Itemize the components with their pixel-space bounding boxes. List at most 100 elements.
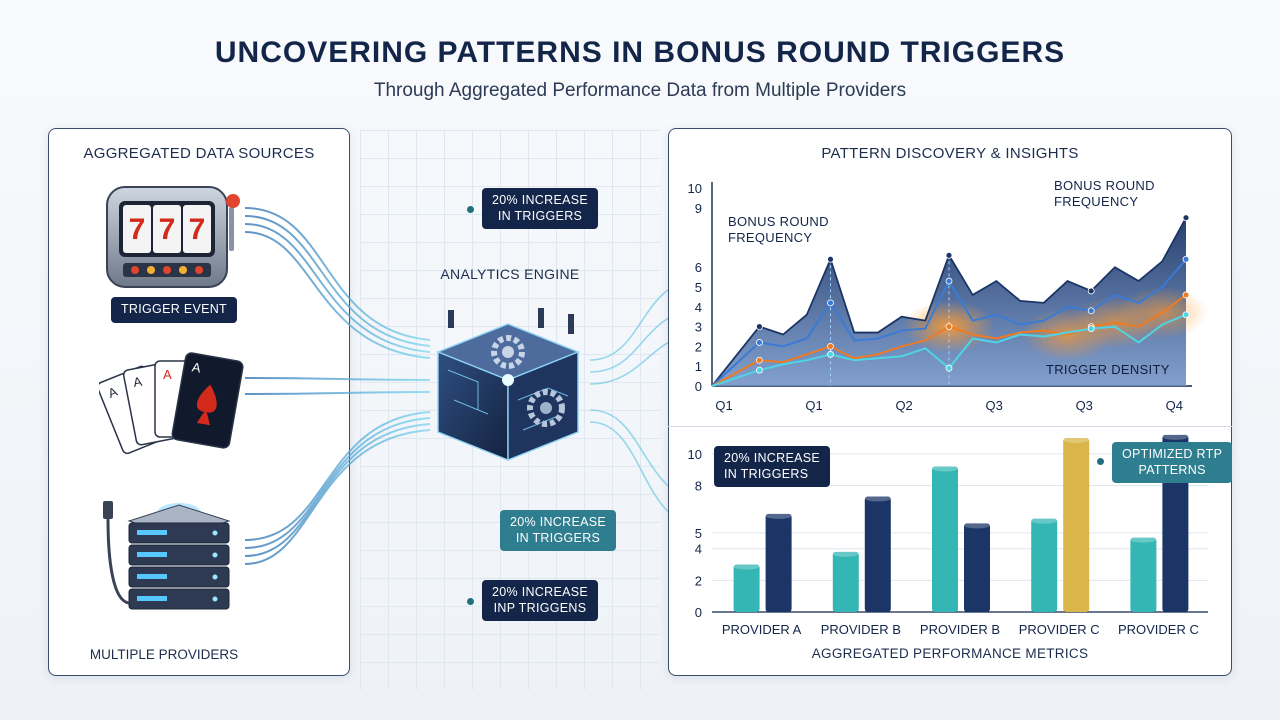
bar-cap [733,563,760,570]
line-y-tick-label: 9 [695,201,702,216]
bar-teal [832,551,859,612]
line-point [1182,311,1190,319]
bar-y-tick-label: 2 [695,573,702,588]
cyan-line [711,313,1187,387]
bar-cap [864,495,891,502]
bar-callout-right: OPTIMIZED RTP PATTERNS [1112,442,1233,484]
blue-line [711,258,1187,387]
bar-category-label: PROVIDER B [920,622,1000,637]
reel-3: 7 [189,213,206,246]
playing-cards-icon: A A A A [99,352,244,455]
line-x-tick-label: Q4 [1166,398,1183,413]
line-y-tick-label: 4 [695,300,702,315]
reel-1: 7 [129,213,146,246]
bar-cap [832,550,859,557]
bar-category-label: PROVIDER C [1118,622,1199,637]
bar-category-label: PROVIDER B [821,622,901,637]
line-point [1087,287,1095,295]
line-point [756,356,763,364]
analytics-engine-label: ANALYTICS ENGINE [440,266,580,282]
line-point [945,277,953,285]
slot-machine-icon: 7 7 7 [106,186,240,288]
server-stack-icon [103,501,231,610]
bar-cap [964,522,990,529]
bar-teal [932,466,958,612]
multiple-providers-label: MULTIPLE PROVIDERS [89,647,239,662]
callout-mid: 20% INCREASE IN TRIGGERS [500,510,616,552]
data-sources-title: AGGREGATED DATA SOURCES [83,145,315,162]
line-point [756,323,763,331]
page-title: UNCOVERING PATTERNS IN BONUS ROUND TRIGG… [214,36,1066,69]
bar-cap [932,465,958,472]
line-y-tick-label: 1 [695,359,702,374]
line-point [756,366,763,374]
line-y-tick-label: 2 [695,339,702,354]
svg-text:A: A [163,367,172,382]
callout-top-dot [467,206,474,213]
bar-y-tick-label: 4 [695,542,702,557]
line-y-tick-label: 10 [688,181,702,196]
svg-text:A: A [132,374,144,390]
bar-callout-left: 20% INCREASE IN TRIGGERS [714,446,830,488]
callout-bottom: 20% INCREASE INP TRIGGENS [482,580,598,622]
line-point [1087,325,1095,332]
line-y-tick-label: 5 [695,280,702,295]
data-sources-panel: AGGREGATED DATA SOURCES 7 7 7 TRIGGER EV… [48,128,350,676]
bar-primary [864,496,891,612]
line-point [945,364,953,372]
line-point [1182,291,1190,299]
line-x-tick-label: Q3 [986,398,1003,413]
bar-teal [733,564,760,612]
bar-category-label: PROVIDER A [722,622,802,637]
section-divider [668,426,1232,427]
density-line [711,294,1187,387]
line-point [827,299,834,307]
line-x-tick-label: Q2 [895,398,912,413]
callout-top: 20% INCREASE IN TRIGGERS [482,188,598,230]
bar-cap [1063,437,1090,443]
line-x-tick-label: Q3 [1076,398,1093,413]
line-point [1182,214,1190,222]
bar-primary [964,523,990,612]
bar-cap [1162,433,1189,440]
line-point [827,255,834,263]
bar-y-tick-label: 5 [695,526,702,541]
line-point [945,323,953,331]
bar-y-tick-label: 8 [695,478,702,493]
analytics-engine-cube-icon [436,308,580,462]
frequency-line [711,217,1187,387]
trigger-event-label: TRIGGER EVENT [111,297,237,323]
callout-bottom-dot [467,598,474,605]
svg-text:A: A [191,359,202,375]
line-y-tick-label: 0 [695,379,702,394]
line-point [945,251,953,259]
bar-callout-right-dot [1097,458,1104,465]
bar-cap [1031,517,1058,524]
annotation-bonus-frequency-left: BONUS ROUND FREQUENCY [728,214,829,245]
line-point [827,350,834,358]
bar-teal [1031,518,1058,612]
line-point [1182,255,1190,263]
line-x-tick-label: Q1 [805,398,822,413]
bar-y-tick-label: 10 [688,447,702,462]
bar-category-label: PROVIDER C [1019,622,1100,637]
line-point [827,342,834,350]
annotation-trigger-density: TRIGGER DENSITY [1046,362,1170,377]
bar-cap [1130,536,1157,543]
reel-2: 7 [159,213,176,246]
bar-y-tick-label: 0 [695,605,702,620]
bar-xlabel: AGGREGATED PERFORMANCE METRICS [811,646,1089,661]
annotation-bonus-frequency-right: BONUS ROUND FREQUENCY [1054,178,1155,209]
line-x-tick-label: Q1 [715,398,732,413]
bar-teal [1130,537,1157,612]
bar-primary [1063,438,1090,612]
insights-title: PATTERN DISCOVERY & INSIGHTS [821,145,1079,162]
line-point [756,339,763,346]
line-y-tick-label: 6 [695,260,702,275]
page-subtitle: Through Aggregated Performance Data from… [373,80,907,101]
bar-cap [765,512,792,519]
line-y-tick-label: 3 [695,320,702,335]
bar-primary [765,513,792,612]
line-point [1087,307,1095,315]
